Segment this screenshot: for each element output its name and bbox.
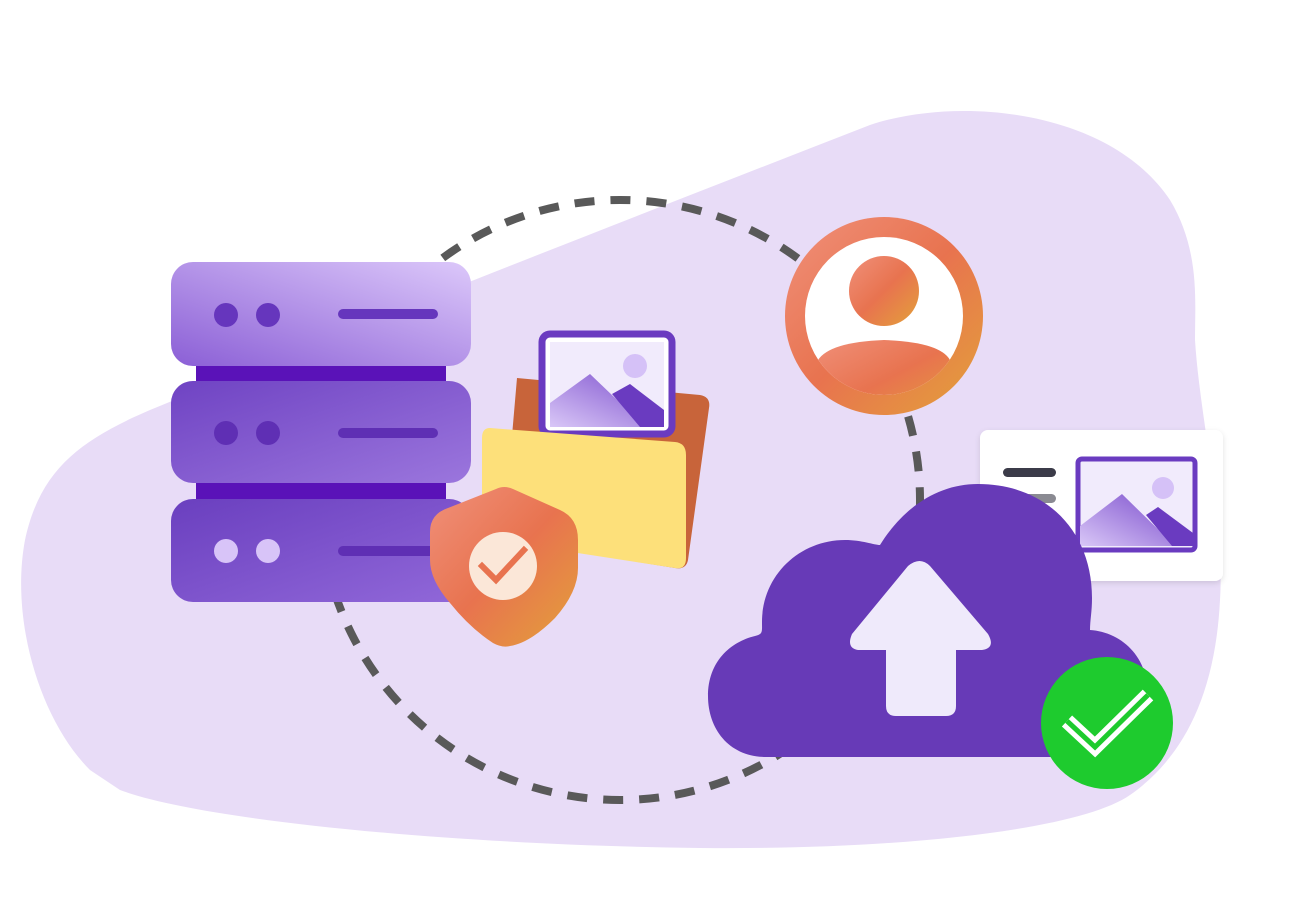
- avatar-body: [810, 340, 960, 395]
- card-image-icon: [1075, 456, 1198, 553]
- upload-arrow: [850, 561, 991, 716]
- shield-badge: [469, 532, 537, 600]
- photo-in-folder-icon: [538, 330, 676, 438]
- server-stack-icon: [171, 262, 471, 602]
- card-text-line-1: [1003, 468, 1056, 477]
- user-avatar-icon: [785, 217, 983, 415]
- server-unit-bottom: [171, 499, 471, 602]
- server-unit-middle: [171, 381, 471, 483]
- avatar-head: [849, 256, 919, 326]
- success-check-icon: [1041, 657, 1173, 789]
- security-shield-icon: [430, 487, 578, 647]
- cloud-upload-icon: [708, 484, 1148, 757]
- shield-check-icon: [477, 545, 529, 585]
- server-unit-top: [171, 262, 471, 366]
